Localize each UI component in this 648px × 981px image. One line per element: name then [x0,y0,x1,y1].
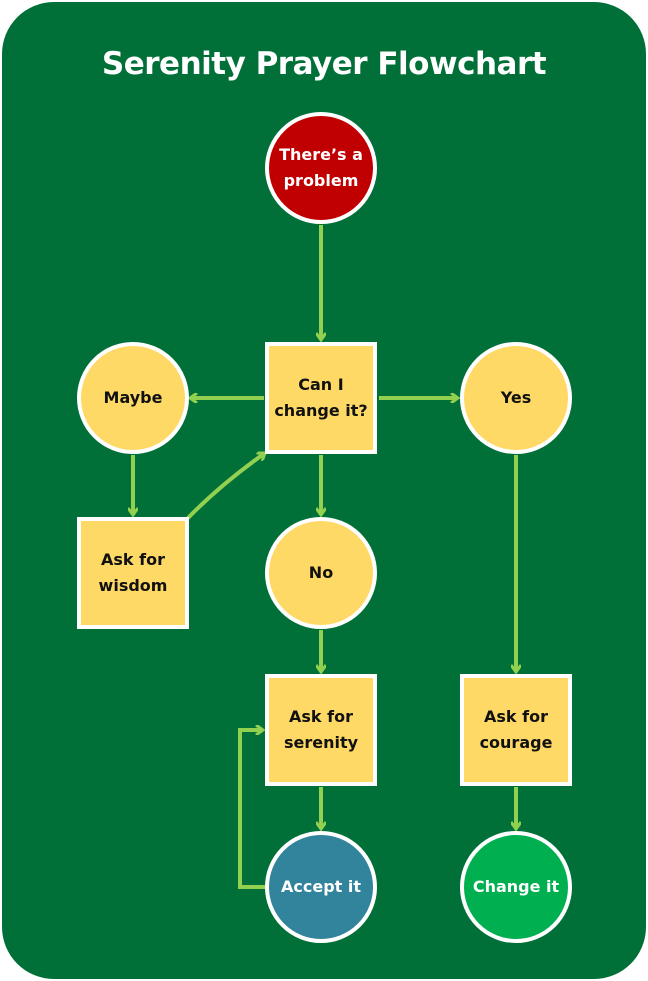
node-ask-for-courage: Ask for courage [460,674,572,786]
node-courage-label: Ask for courage [479,707,553,752]
node-problem: There’s a problem [265,112,377,224]
node-change-it: Change it [460,831,572,943]
node-problem-label: There’s a problem [279,145,363,190]
arrow-wisdom-to-question [186,451,265,520]
node-yes-label: Yes [500,388,532,407]
node-accept-label: Accept it [280,877,361,896]
node-yes: Yes [460,342,572,454]
node-no-label: No [308,563,334,582]
node-change-label: Change it [472,877,560,896]
node-ask-for-serenity: Ask for serenity [265,674,377,786]
node-ask-for-wisdom: Ask for wisdom [77,517,189,629]
page-title: Serenity Prayer Flowchart [101,46,547,82]
node-question-label: Can I change it? [274,375,368,420]
node-can-i-change-it: Can I change it? [265,342,377,454]
node-wisdom-label: Ask for wisdom [98,550,168,595]
node-accept-it: Accept it [265,831,377,943]
node-maybe: Maybe [77,342,189,454]
node-maybe-label: Maybe [103,388,163,407]
arrow-accept-to-serenity [238,730,266,889]
node-no: No [265,517,377,629]
node-serenity-label: Ask for serenity [283,707,359,752]
